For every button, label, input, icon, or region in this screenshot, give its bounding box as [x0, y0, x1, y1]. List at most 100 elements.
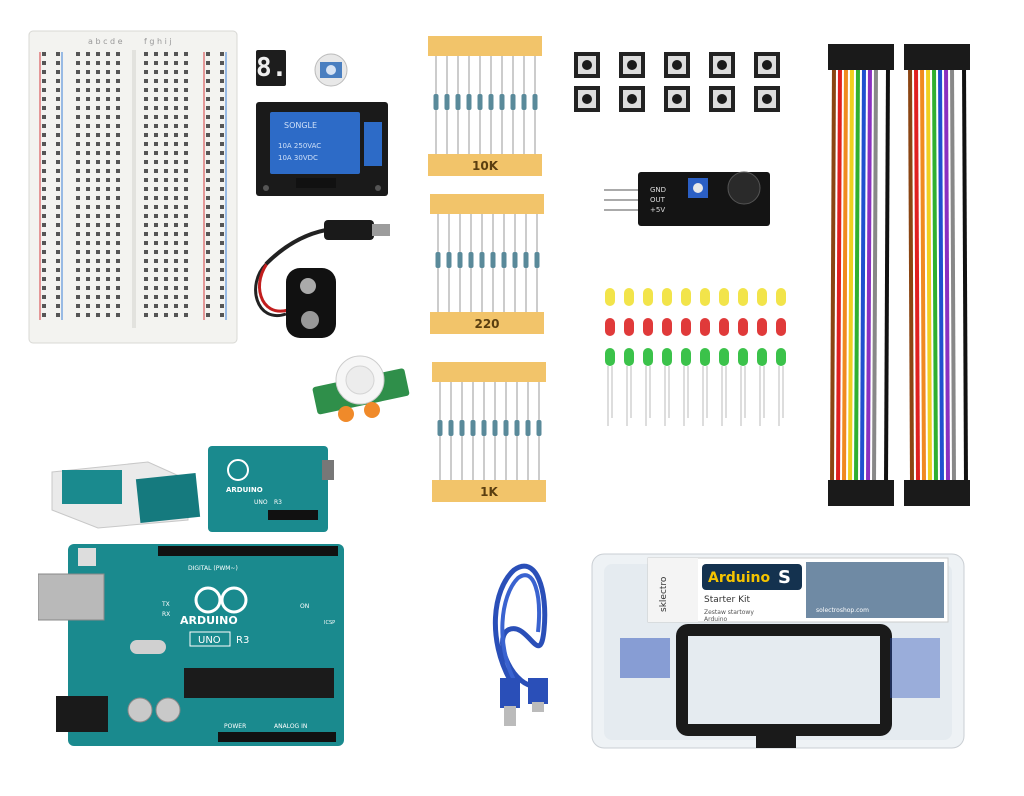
led	[757, 348, 767, 366]
led	[700, 318, 710, 336]
resistor	[521, 94, 527, 110]
led	[624, 348, 634, 366]
arduino-boxed-boards	[51, 461, 201, 529]
usb-cable	[492, 563, 548, 726]
jumper-wires	[828, 44, 970, 506]
resistor	[479, 252, 485, 268]
uno-model: UNO	[198, 635, 221, 646]
led	[624, 318, 634, 336]
led	[738, 288, 748, 306]
battery-clip-cable	[254, 220, 390, 338]
push-button	[664, 86, 690, 112]
kit-title: Arduino	[708, 570, 770, 586]
jumper-bundle	[904, 44, 970, 506]
resistor	[503, 420, 509, 436]
led	[738, 318, 748, 336]
resistor	[488, 94, 494, 110]
led	[662, 348, 672, 366]
uno-brand: ARDUINO	[180, 614, 238, 627]
led	[719, 288, 729, 306]
resistor	[534, 252, 540, 268]
push-button	[619, 52, 645, 78]
sound-pin-5v: +5V	[650, 206, 665, 214]
bb-col-labels-right: f g h i j	[144, 37, 172, 46]
resistor-strip-10k: 10K	[428, 36, 542, 176]
resistor-strip-220: 220	[430, 194, 544, 334]
kit-url: solectroshop.com	[816, 607, 869, 614]
led	[643, 348, 653, 366]
small-board-rev: R3	[274, 499, 282, 506]
pir-sensor	[312, 355, 410, 422]
led	[681, 348, 691, 366]
seven-segment-display: 8.	[256, 50, 287, 86]
led	[719, 348, 729, 366]
led	[757, 318, 767, 336]
led	[738, 348, 748, 366]
resistor	[433, 94, 439, 110]
resistor	[523, 252, 529, 268]
uno-digital-label: DIGITAL (PWM~)	[188, 565, 238, 572]
breadboard: a b c d e f g h i j	[28, 30, 238, 344]
uno-on-label: ON	[300, 603, 309, 610]
resistor	[459, 420, 465, 436]
relay-spec1: 10A 250VAC	[278, 142, 321, 150]
resistor	[448, 420, 454, 436]
resistor-label-220: 220	[474, 317, 499, 331]
kit-desc-line2: Arduino	[704, 616, 728, 623]
uno-rx-label: RX	[162, 611, 170, 618]
led	[757, 288, 767, 306]
push-button	[574, 86, 600, 112]
resistor	[490, 252, 496, 268]
resistor-label-10k: 10K	[472, 159, 499, 173]
led	[624, 288, 634, 306]
resistor	[457, 252, 463, 268]
resistor	[435, 252, 441, 268]
kit-vertical-brand: sklectro	[659, 576, 669, 612]
uno-tx-label: TX	[161, 601, 170, 608]
resistor	[455, 94, 461, 110]
led	[681, 318, 691, 336]
bb-col-labels-left: a b c d e	[88, 37, 123, 46]
small-board-brand: ARDUINO	[226, 486, 263, 494]
resistor	[444, 94, 450, 110]
push-button	[574, 52, 600, 78]
relay-brand: SONGLE	[284, 121, 317, 130]
led	[700, 288, 710, 306]
kit-desc-line1: Zestaw startowy	[704, 609, 754, 616]
resistor	[437, 420, 443, 436]
resistor	[536, 420, 542, 436]
led	[662, 318, 672, 336]
resistor	[470, 420, 476, 436]
push-button	[754, 52, 780, 78]
resistor	[466, 94, 472, 110]
led	[700, 348, 710, 366]
led-array	[605, 288, 786, 426]
resistor	[512, 252, 518, 268]
led	[662, 288, 672, 306]
jumper-bundle	[828, 44, 894, 506]
led	[605, 348, 615, 366]
resistor-strip-1k: 1K	[432, 362, 546, 502]
starter-kit-box: sklectro Arduino S Starter Kit Zestaw st…	[591, 553, 965, 749]
kit-subtitle: Starter Kit	[704, 595, 750, 605]
resistor	[477, 94, 483, 110]
arduino-uno-board: ARDUINO UNO R3 DIGITAL (PWM~) ANALOG IN …	[38, 544, 344, 746]
sound-pin-gnd: GND	[650, 186, 666, 194]
resistor	[481, 420, 487, 436]
resistor	[525, 420, 531, 436]
resistor	[510, 94, 516, 110]
resistor	[532, 94, 538, 110]
sound-pin-out: OUT	[650, 196, 666, 204]
led	[776, 318, 786, 336]
push-buttons	[574, 52, 780, 112]
kit-title-suffix: S	[778, 567, 791, 588]
uno-icsp-label: ICSP	[324, 620, 335, 626]
led	[776, 348, 786, 366]
uno-analog-label: ANALOG IN	[274, 723, 307, 730]
led	[605, 288, 615, 306]
push-button	[664, 52, 690, 78]
push-button	[619, 86, 645, 112]
arduino-uno-small: ARDUINO UNO R3	[208, 446, 334, 532]
resistor	[446, 252, 452, 268]
resistor	[501, 252, 507, 268]
